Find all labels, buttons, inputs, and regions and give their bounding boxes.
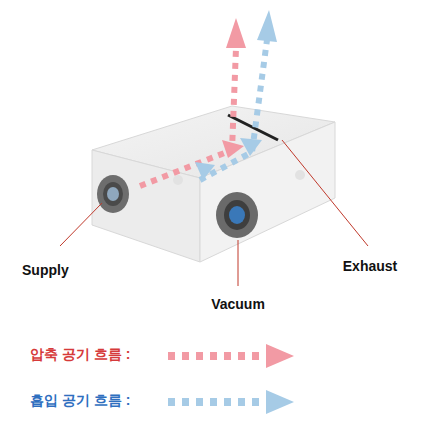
vacuum-fitting <box>216 192 258 238</box>
part-label: Exhaust <box>343 258 397 275</box>
vacuum-fitting <box>229 206 245 224</box>
supply-fitting <box>97 175 129 213</box>
suction-arrowhead <box>257 10 277 42</box>
legend-sample-suction <box>168 398 262 406</box>
housing-side <box>200 122 335 262</box>
screw-hole <box>295 170 305 180</box>
part-label: Vacuum <box>211 296 265 313</box>
suction-flow <box>200 40 267 180</box>
supply-fitting <box>103 182 123 206</box>
housing-front <box>92 150 200 262</box>
suction-arrowhead <box>195 162 215 180</box>
part-label: Supply <box>22 262 69 279</box>
leader-line <box>282 140 368 246</box>
vacuum-fitting <box>224 200 250 230</box>
legend-text: 압축 공기 흐름 : <box>30 346 130 363</box>
leader-line <box>238 240 239 286</box>
legend-sample-suction <box>266 390 294 414</box>
compressed-arrowhead <box>226 18 246 48</box>
leader-line <box>60 203 102 246</box>
compressed-arrowhead <box>222 140 244 158</box>
screw-hole <box>173 175 183 185</box>
legend-sample-compressed <box>168 352 262 360</box>
supply-fitting <box>107 187 119 201</box>
legend-sample-compressed <box>266 344 294 368</box>
legend-text: 흡입 공기 흐름 : <box>30 392 130 409</box>
suction-arrowhead <box>240 138 262 156</box>
